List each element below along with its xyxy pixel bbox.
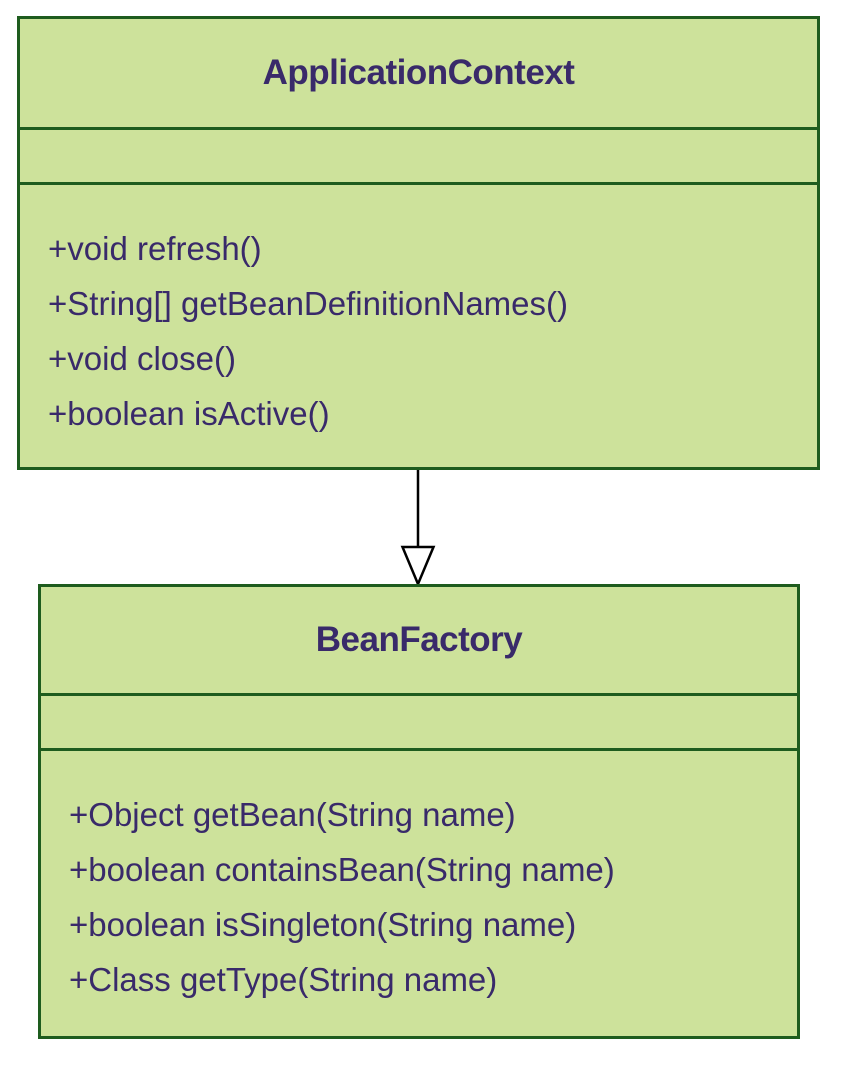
class-box-applicationcontext: ApplicationContext +void refresh() +Stri… [17, 16, 820, 470]
class-box-beanfactory: BeanFactory +Object getBean(String name)… [38, 584, 800, 1039]
attributes-compartment [41, 693, 797, 748]
methods-compartment: +void refresh() +String[] getBeanDefinit… [20, 182, 817, 467]
generalization-arrow-icon [400, 470, 436, 586]
methods-compartment: +Object getBean(String name) +boolean co… [41, 748, 797, 1036]
method-line: +boolean isActive() [48, 395, 330, 432]
method-line: +void close() [48, 340, 236, 377]
method-line: +Class getType(String name) [69, 961, 498, 998]
method-line: +boolean isSingleton(String name) [69, 906, 577, 943]
method-line: +Object getBean(String name) [69, 796, 516, 833]
method-line: +boolean containsBean(String name) [69, 851, 615, 888]
class-name-compartment: ApplicationContext [20, 19, 817, 127]
method-line: +void refresh() [48, 230, 262, 267]
class-name: BeanFactory [315, 620, 523, 659]
attributes-compartment [20, 127, 817, 182]
class-name: ApplicationContext [262, 53, 575, 92]
method-line: +String[] getBeanDefinitionNames() [48, 285, 569, 322]
class-name-compartment: BeanFactory [41, 587, 797, 693]
